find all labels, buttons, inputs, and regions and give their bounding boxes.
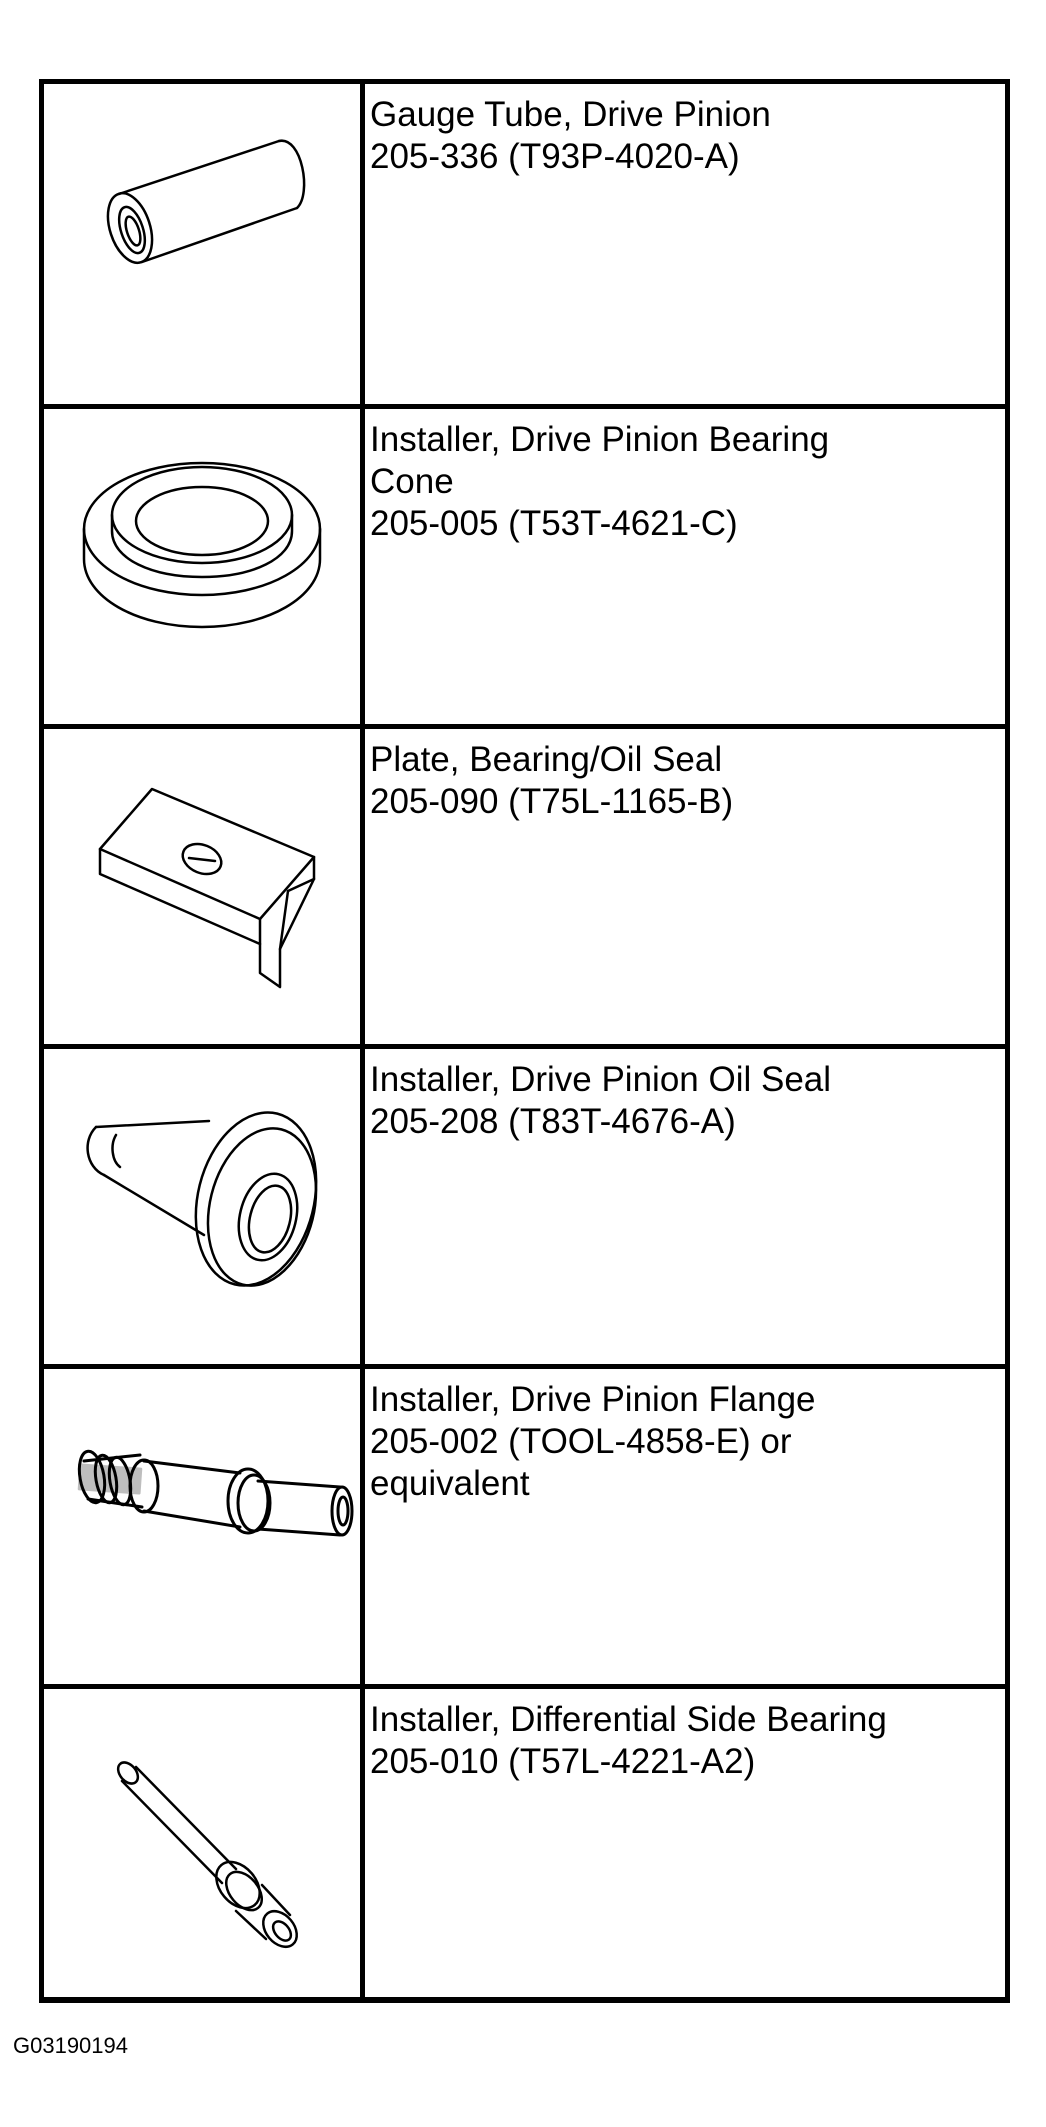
tool-description: Gauge Tube, Drive Pinion 205-336 (T93P-4… [370,95,771,176]
tool-description: Plate, Bearing/Oil Seal 205-090 (T75L-11… [370,740,734,821]
flange-installer-icon [44,1369,360,1684]
bearing-cone-installer-icon [44,409,360,724]
tool-description: Installer, Drive Pinion Flange 205-002 (… [370,1380,816,1503]
tool-row-2: Installer, Drive Pinion Bearing Cone 205… [44,404,1005,724]
tool-description: Installer, Differential Side Bearing 205… [370,1700,887,1781]
tool-row-5: Installer, Drive Pinion Flange 205-002 (… [44,1364,1005,1684]
special-tools-table: Gauge Tube, Drive Pinion 205-336 (T93P-4… [39,79,1010,2003]
tool-image-cell [44,729,365,1044]
tool-row-4: Installer, Drive Pinion Oil Seal 205-208… [44,1044,1005,1364]
tool-description: Installer, Drive Pinion Oil Seal 205-208… [370,1060,832,1141]
gauge-tube-icon [44,84,360,399]
tool-image-cell [44,409,365,724]
tool-description: Installer, Drive Pinion Bearing Cone 205… [370,420,830,543]
tool-image-cell [44,84,365,404]
tool-row-3: Plate, Bearing/Oil Seal 205-090 (T75L-11… [44,724,1005,1044]
oil-seal-installer-icon [44,1049,360,1364]
tool-image-cell [44,1689,365,1997]
tool-image-cell [44,1049,365,1364]
seal-plate-icon [44,729,360,1044]
figure-id: G03190194 [13,2033,128,2058]
tool-row-6: Installer, Differential Side Bearing 205… [44,1684,1005,1997]
side-bearing-installer-icon [44,1689,360,2004]
tool-row-1: Gauge Tube, Drive Pinion 205-336 (T93P-4… [44,84,1005,404]
tool-image-cell [44,1369,365,1684]
